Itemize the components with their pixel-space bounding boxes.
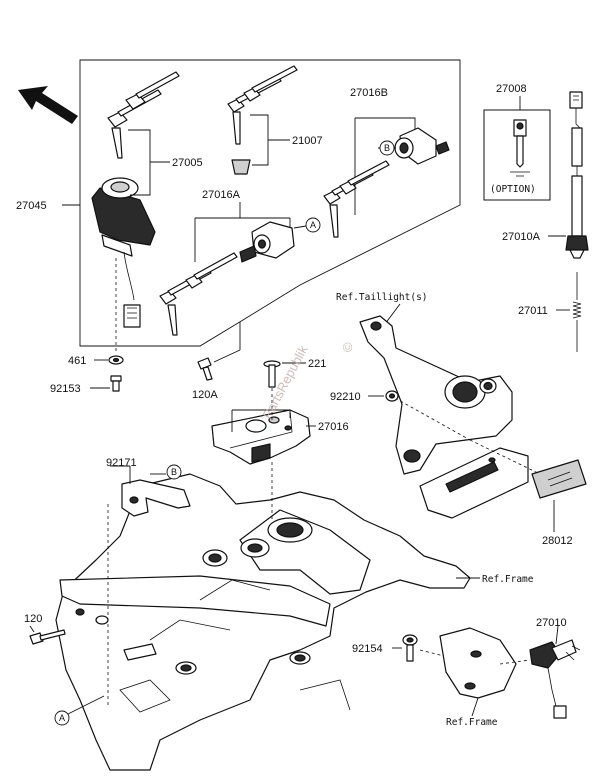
ref-frame-right-label: Ref.Frame <box>482 574 534 585</box>
callout-a-bottom <box>54 710 70 726</box>
label-27008: 27008 <box>496 83 527 95</box>
callout-b-top-text: B <box>384 143 390 153</box>
nut-92210 <box>385 390 399 402</box>
label-27016B: 27016B <box>350 87 388 99</box>
label-27011: 27011 <box>518 305 548 317</box>
bolt-120A <box>197 357 213 381</box>
watermark-copyright: © <box>340 342 355 352</box>
side-stand-switch-27010 <box>529 639 581 719</box>
option-key <box>510 119 530 177</box>
label-27016: 27016 <box>318 421 349 433</box>
callout-b-bottom <box>166 464 182 480</box>
screw-92153 <box>110 375 122 392</box>
callout-b-bottom-text: B <box>171 467 177 477</box>
label-221: 221 <box>308 358 326 370</box>
label-120A: 120A <box>192 389 218 401</box>
side-stand-switch-27010A <box>565 91 589 259</box>
key-cylinder-set <box>227 65 298 175</box>
option-label: (OPTION) <box>490 184 536 195</box>
kit-boundary-frame <box>79 59 461 347</box>
label-27010: 27010 <box>536 617 567 629</box>
label-27005: 27005 <box>172 157 203 169</box>
label-28012: 28012 <box>542 535 573 547</box>
bolt-92154 <box>402 634 418 662</box>
callout-b-top <box>379 140 395 156</box>
callout-a-top <box>305 217 321 233</box>
ref-taillight-label: Ref.Taillight(s) <box>336 292 428 303</box>
label-461: 461 <box>68 355 86 367</box>
label-27045: 27045 <box>16 200 47 212</box>
bolt-120 <box>29 629 66 645</box>
seat-lock-with-keys <box>323 127 450 238</box>
front-direction-arrow-icon <box>18 86 78 124</box>
spring-27011 <box>572 272 582 352</box>
ignition-switch <box>91 177 156 328</box>
ignition-key-pair <box>107 71 180 159</box>
taillight-bracket <box>359 315 513 475</box>
bolt-221 <box>263 360 281 388</box>
label-120: 120 <box>24 613 42 625</box>
motorcycle-frame <box>55 473 471 771</box>
label-27010A: 27010A <box>502 231 541 243</box>
ref-frame-bottom-label: Ref.Frame <box>446 717 498 728</box>
label-92154: 92154 <box>352 643 383 655</box>
lock-bracket-27016 <box>211 409 311 465</box>
helmet-lock-with-keys <box>159 221 295 336</box>
label-27016A: 27016A <box>202 189 241 201</box>
reflector-28012 <box>531 459 587 499</box>
callout-a-top-text: A <box>310 220 316 230</box>
label-92171: 92171 <box>106 457 137 469</box>
bracket-92171 <box>121 479 191 517</box>
side-stand-bracket <box>439 627 517 699</box>
label-21007: 21007 <box>292 135 323 147</box>
license-plate-holder <box>419 447 529 519</box>
callout-a-bottom-text: A <box>59 713 65 723</box>
label-92153: 92153 <box>50 383 81 395</box>
label-92210: 92210 <box>330 391 361 403</box>
